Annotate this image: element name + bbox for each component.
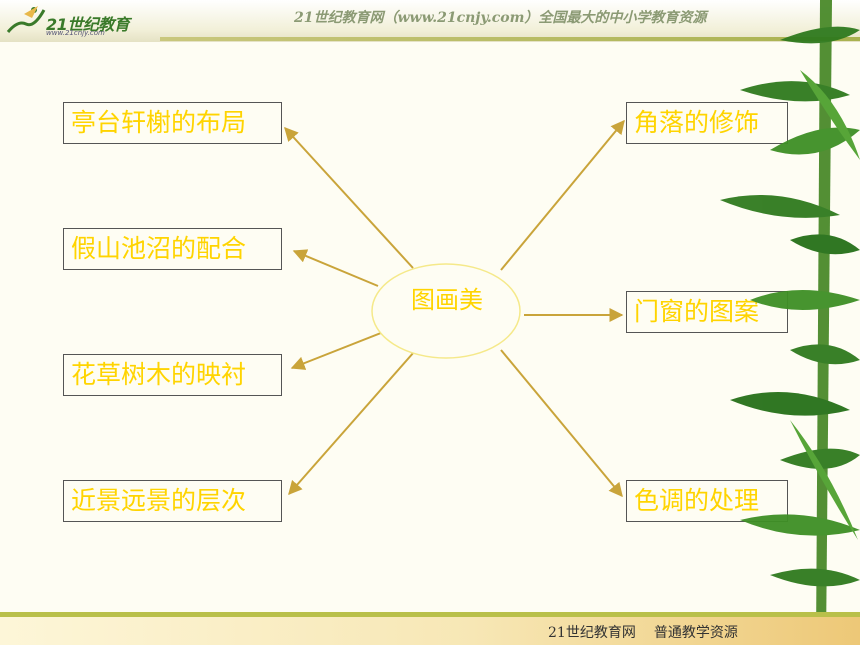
right-node-1: 角落的修饰 xyxy=(626,102,788,144)
right-node-2: 门窗的图案 xyxy=(626,291,788,333)
footer-site: 21世纪教育网 xyxy=(548,625,636,641)
arrow-to-left-4 xyxy=(288,351,415,496)
arrow-to-left-3 xyxy=(290,330,387,370)
left-node-3: 花草树木的映衬 xyxy=(63,354,282,396)
footer-text: 21世纪教育网 普通教学资源 xyxy=(548,622,756,642)
logo-url: www.21cnjy.com xyxy=(46,29,105,37)
arrow-to-left-1 xyxy=(284,126,414,269)
center-ellipse xyxy=(371,263,521,359)
left-node-1: 亭台轩榭的布局 xyxy=(63,102,282,144)
logo-name: 21世纪教育 xyxy=(46,15,130,34)
header-slogan: 21世纪教育网（www.21cnjy.com）全国最大的中小学教育资源 xyxy=(294,10,707,26)
footer-divider xyxy=(0,612,860,617)
arrow-to-right-3 xyxy=(500,349,623,498)
header-divider xyxy=(160,37,860,41)
runner-logo-icon xyxy=(6,6,46,33)
footer-tagline: 普通教学资源 xyxy=(653,625,738,641)
right-node-3: 色调的处理 xyxy=(626,480,788,522)
left-node-4: 近景远景的层次 xyxy=(63,480,282,522)
arrow-to-right-1 xyxy=(500,119,625,271)
header-bar xyxy=(0,0,860,42)
center-node-label: 图画美 xyxy=(411,286,483,314)
left-node-2: 假山池沼的配合 xyxy=(63,228,282,270)
footer-bar xyxy=(0,617,860,645)
arrow-to-left-2 xyxy=(292,249,379,287)
